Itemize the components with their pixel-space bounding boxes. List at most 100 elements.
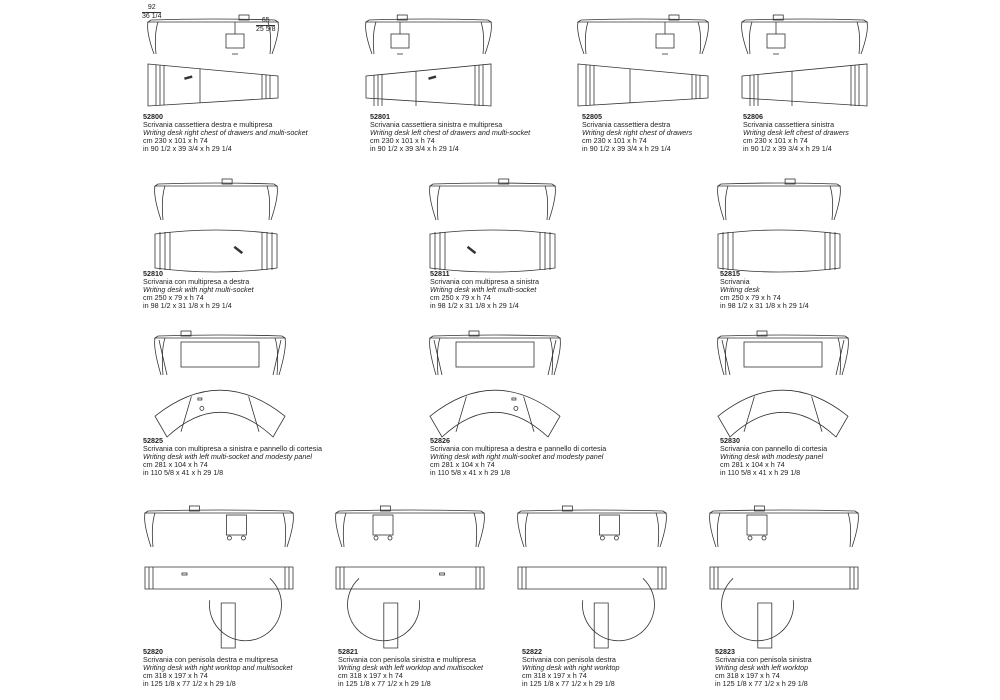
product-card-52821 [334, 505, 486, 649]
desk-top [153, 182, 279, 187]
right-leg [473, 512, 485, 548]
product-caption: 52823 Scrivania con penisola sinistra Wr… [715, 648, 812, 688]
dimensions-in: in 90 1/2 x 39 3/4 x h 29 1/4 [143, 144, 232, 153]
italian-description: Scrivania con multipresa a sinistra [430, 277, 540, 286]
right-leg [697, 21, 709, 55]
dimensions-cm: cm 230 x 101 x h 74 [743, 136, 808, 145]
italian-description: Scrivania cassettiera destra [582, 120, 671, 129]
front-elevation-drawing [716, 330, 850, 376]
desk-top [716, 334, 850, 339]
product-code: 52826 [430, 436, 450, 445]
right-leg [282, 512, 294, 548]
english-description: Writing desk with modesty panel [720, 452, 824, 461]
desk-plan [144, 566, 294, 590]
product-card-52823 [708, 505, 860, 649]
depth-callout: 92 36 1/4 [142, 4, 162, 21]
plan-view-drawing [709, 566, 859, 649]
monitor-socket [784, 178, 796, 185]
product-caption: 52800 Scrivania cassettiera destra e mul… [143, 113, 308, 153]
desk-top [364, 18, 493, 23]
plan-view-drawing [154, 389, 286, 438]
desk-plan [429, 389, 561, 438]
italian-description: Scrivania cassettiera sinistra [743, 120, 835, 129]
product-caption: 52810 Scrivania con multipresa a destra … [143, 270, 254, 310]
left-leg [717, 337, 729, 376]
dimensions-in: in 98 1/2 x 31 1/8 x h 29 1/4 [720, 301, 809, 310]
monitor-socket [668, 14, 680, 21]
modesty-panel [455, 341, 535, 368]
desk-top [708, 509, 860, 514]
english-description: Writing desk [720, 285, 760, 294]
right-leg [274, 337, 286, 376]
right-leg [549, 337, 561, 376]
right-leg [266, 185, 278, 221]
desk-plan [429, 229, 556, 273]
left-leg [154, 337, 166, 376]
front-elevation-drawing [516, 505, 668, 548]
product-code: 52822 [522, 647, 542, 656]
product-caption: 52815 Scrivania Writing desk cm 250 x 79… [720, 270, 809, 310]
right-leg [267, 21, 279, 55]
product-card-52825 [153, 330, 287, 438]
product-caption: 52820 Scrivania con penisola destra e mu… [143, 648, 292, 688]
drawer-pedestal [655, 33, 675, 49]
monitor-socket [498, 178, 510, 185]
product-code: 52820 [143, 647, 163, 656]
front-elevation-drawing [334, 505, 486, 548]
desk-top [576, 18, 710, 23]
plan-view-drawing [429, 229, 556, 273]
italian-description: Scrivania con multipresa a destra [143, 277, 250, 286]
english-description: Writing desk left chest of drawers and m… [370, 128, 531, 137]
desk-plan [335, 566, 485, 590]
plan-view-drawing [717, 389, 849, 438]
desk-top [716, 182, 842, 187]
dimensions-cm: cm 250 x 79 x h 74 [143, 293, 204, 302]
monitor-socket [754, 505, 765, 512]
product-card-52826 [428, 330, 562, 438]
italian-description: Scrivania con penisola destra [522, 655, 616, 664]
desk-top [428, 182, 557, 187]
product-caption: 52806 Scrivania cassettiera sinistra Wri… [743, 113, 849, 153]
dimensions-in: in 125 1/8 x 77 1/2 x h 29 1/8 [143, 679, 236, 688]
monitor-socket [468, 330, 480, 337]
dimensions-cm: cm 281 x 104 x h 74 [430, 460, 495, 469]
english-description: Writing desk with right multi-socket and… [430, 452, 604, 461]
desk-plan [717, 389, 849, 438]
left-leg [147, 21, 159, 55]
italian-description: Scrivania con penisola sinistra [715, 655, 812, 664]
italian-description: Scrivania con multipresa a sinistra e pa… [143, 444, 322, 453]
dimensions-in: in 90 1/2 x 39 3/4 x h 29 1/4 [370, 144, 459, 153]
plan-view-drawing [335, 566, 485, 649]
dimensions-cm: cm 230 x 101 x h 74 [582, 136, 647, 145]
dimensions-in: in 110 5/8 x 41 x h 29 1/8 [720, 468, 801, 477]
monitor-socket [380, 505, 391, 512]
drawer-pedestal [599, 514, 620, 536]
desk-plan [741, 63, 868, 107]
dimensions-in: in 110 5/8 x 41 x h 29 1/8 [430, 468, 511, 477]
dimensions-cm: cm 230 x 101 x h 74 [370, 136, 435, 145]
product-caption: 52822 Scrivania con penisola destra Writ… [522, 648, 619, 688]
english-description: Writing desk with left worktop and multi… [338, 663, 484, 672]
monitor-socket [562, 505, 573, 512]
english-description: Writing desk left chest of drawers [743, 128, 849, 137]
plan-view-drawing [144, 566, 294, 649]
desk-top [153, 334, 287, 339]
dimensions-in: in 90 1/2 x 39 3/4 x h 29 1/4 [743, 144, 832, 153]
product-card-52801 [364, 14, 493, 107]
desk-plan [717, 229, 841, 273]
product-code: 52823 [715, 647, 735, 656]
product-code: 52825 [143, 436, 163, 445]
product-caption: 52830 Scrivania con pannello di cortesia… [720, 437, 827, 477]
dimensions-in: in 90 1/2 x 39 3/4 x h 29 1/4 [582, 144, 671, 153]
product-code: 52815 [720, 269, 740, 278]
worktop-peninsula [209, 578, 282, 642]
italian-description: Scrivania con penisola destra e multipre… [143, 655, 279, 664]
drawer-pedestal [226, 514, 247, 536]
left-leg [365, 21, 377, 55]
front-elevation-drawing [716, 178, 842, 221]
worktop-peninsula [721, 578, 794, 642]
support-pedestal [383, 602, 399, 649]
right-leg [655, 512, 667, 548]
product-code: 52821 [338, 647, 358, 656]
monitor-socket [221, 178, 233, 185]
